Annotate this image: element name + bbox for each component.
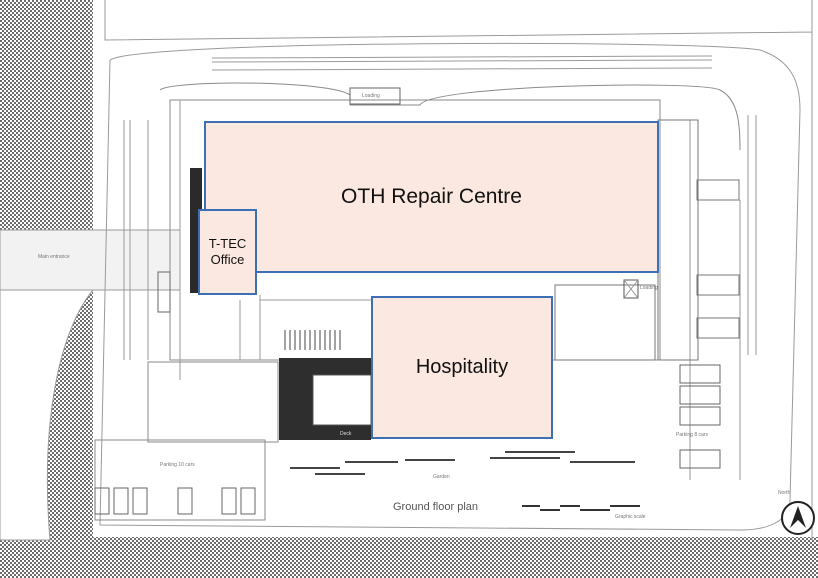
graphic-scale-label: Graphic scale [615, 514, 646, 520]
loading-label-top: Loading [362, 93, 380, 99]
ttec-office-zone: T-TEC Office [198, 209, 257, 295]
hospitality-label: Hospitality [415, 356, 509, 378]
north-label: North [778, 490, 791, 496]
parking-label-right: Parking 8 cars [676, 432, 708, 438]
oth-repair-centre-zone: OTH Repair Centre [204, 121, 659, 273]
main-entrance-label: Main entrance [38, 254, 70, 260]
oth-repair-centre-label: OTH Repair Centre [341, 185, 522, 208]
deck-label: Deck [340, 431, 352, 437]
hatched-band-bottom [0, 537, 818, 578]
main-entrance-road [0, 229, 181, 291]
hospitality-zone: Hospitality [371, 296, 553, 439]
ttec-office-label: T-TEC Office [208, 236, 247, 267]
parking-label-left: Parking 10 cars [160, 462, 195, 468]
loading-label-right: Loading [640, 285, 658, 291]
ground-floor-plan-caption: Ground floor plan [393, 501, 478, 513]
hatched-band-top-left [0, 0, 93, 230]
garden-label: Garden [433, 474, 450, 480]
